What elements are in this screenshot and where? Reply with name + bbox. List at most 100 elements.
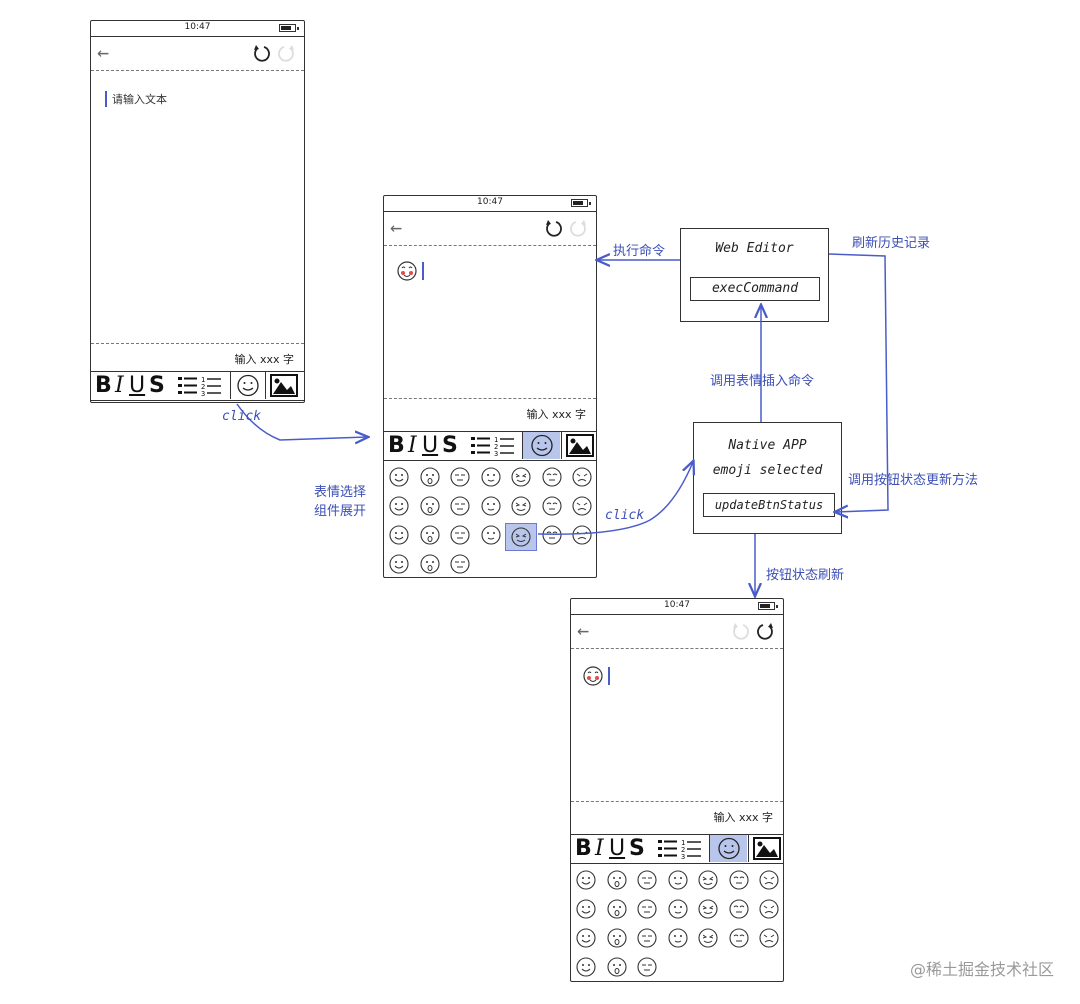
emoji-icon[interactable] — [606, 927, 628, 949]
emoji-icon[interactable] — [541, 466, 563, 488]
emoji-icon[interactable] — [758, 869, 780, 891]
strikethrough-button[interactable]: S — [629, 836, 645, 861]
bold-button[interactable]: B — [575, 836, 592, 861]
italic-button[interactable]: I — [115, 373, 124, 398]
emoji-icon[interactable] — [480, 466, 502, 488]
strikethrough-button[interactable]: S — [149, 373, 165, 398]
bold-button[interactable]: B — [388, 433, 405, 458]
click-label-1: click — [222, 409, 262, 424]
underline-button[interactable]: U — [422, 433, 439, 458]
redo-icon[interactable] — [568, 218, 588, 238]
bold-button[interactable]: B — [95, 373, 112, 398]
emoji-face-icon — [450, 467, 470, 487]
emoji-icon[interactable] — [667, 927, 689, 949]
emoji-icon[interactable] — [697, 927, 719, 949]
emoji-face-icon — [698, 928, 718, 948]
underline-button[interactable]: U — [129, 373, 146, 398]
native-app-subtitle: emoji selected — [712, 463, 823, 478]
emoji-face-icon — [541, 496, 562, 516]
emoji-icon[interactable] — [510, 466, 532, 488]
back-arrow-icon[interactable]: ← — [577, 618, 590, 642]
emoji-icon[interactable] — [697, 898, 719, 920]
emoji-icon[interactable] — [636, 869, 658, 891]
emoji-icon[interactable] — [388, 466, 410, 488]
undo-icon[interactable] — [544, 218, 564, 238]
emoji-toolbar-button[interactable] — [230, 372, 264, 399]
emoji-icon[interactable] — [575, 956, 597, 978]
emoji-icon[interactable] — [449, 495, 471, 517]
emoji-face-icon — [576, 870, 596, 890]
editor-area[interactable]: 请输入文本 — [91, 71, 304, 341]
emoji-icon[interactable] — [667, 898, 689, 920]
emoji-icon[interactable] — [697, 869, 719, 891]
emoji-toolbar-button[interactable] — [522, 432, 560, 459]
emoji-icon[interactable] — [571, 495, 593, 517]
emoji-icon[interactable] — [541, 495, 563, 517]
emoji-icon[interactable] — [728, 898, 750, 920]
image-toolbar-button[interactable] — [561, 432, 597, 459]
list-icon[interactable]: 123 — [657, 838, 703, 860]
list-icon[interactable]: 123 — [470, 435, 516, 457]
strikethrough-button[interactable]: S — [442, 433, 458, 458]
emoji-icon[interactable] — [636, 927, 658, 949]
italic-button[interactable]: I — [595, 836, 604, 861]
emoji-icon[interactable] — [575, 898, 597, 920]
editor-area[interactable] — [571, 649, 783, 799]
emoji-icon[interactable] — [636, 956, 658, 978]
emoji-icon[interactable] — [449, 524, 471, 546]
emoji-icon[interactable] — [728, 869, 750, 891]
selected-emoji-icon[interactable] — [505, 523, 537, 551]
emoji-face-icon — [389, 496, 409, 516]
undo-icon[interactable] — [252, 43, 272, 63]
undo-icon[interactable] — [731, 621, 751, 641]
emoji-icon[interactable] — [667, 869, 689, 891]
emoji-icon[interactable] — [758, 927, 780, 949]
list-icon[interactable]: 123 — [177, 375, 223, 397]
placeholder-text: 请输入文本 — [105, 91, 167, 107]
emoji-icon[interactable] — [388, 524, 410, 546]
emoji-icon[interactable] — [449, 466, 471, 488]
emoji-icon[interactable] — [728, 927, 750, 949]
redo-icon[interactable] — [276, 43, 296, 63]
emoji-icon[interactable] — [419, 553, 441, 575]
emoji-icon[interactable] — [606, 956, 628, 978]
emoji-icon[interactable] — [606, 869, 628, 891]
underline-button[interactable]: U — [609, 836, 626, 861]
emoji-icon[interactable] — [571, 466, 593, 488]
emoji-icon[interactable] — [480, 524, 502, 546]
emoji-icon[interactable] — [449, 553, 471, 575]
word-counter-row: 输入 xxx 字 — [384, 398, 596, 426]
emoji-icon[interactable] — [541, 524, 563, 546]
emoji-icon[interactable] — [388, 495, 410, 517]
emoji-face-icon — [606, 928, 627, 948]
redo-icon[interactable] — [755, 621, 775, 641]
emoji-toolbar-button[interactable] — [709, 835, 747, 862]
back-arrow-icon[interactable]: ← — [390, 215, 403, 239]
emoji-icon[interactable] — [480, 495, 502, 517]
status-bar: 10:47 — [571, 599, 783, 615]
back-arrow-icon[interactable]: ← — [97, 40, 110, 64]
emoji-icon[interactable] — [575, 869, 597, 891]
emoji-icon[interactable] — [419, 466, 441, 488]
emoji-icon[interactable] — [510, 495, 532, 517]
emoji-face-icon — [728, 899, 749, 919]
italic-button[interactable]: I — [408, 433, 417, 458]
emoji-face-icon — [511, 467, 531, 487]
editor-area[interactable] — [384, 246, 596, 396]
svg-text:3: 3 — [681, 853, 685, 860]
emoji-icon[interactable] — [636, 898, 658, 920]
image-toolbar-button[interactable] — [265, 372, 301, 399]
emoji-face-icon — [606, 957, 627, 977]
emoji-face-icon — [667, 899, 688, 919]
emoji-icon[interactable] — [758, 898, 780, 920]
text-caret — [608, 667, 610, 685]
emoji-icon[interactable] — [606, 898, 628, 920]
emoji-icon[interactable] — [575, 927, 597, 949]
image-toolbar-button[interactable] — [748, 835, 784, 862]
emoji-icon[interactable] — [388, 553, 410, 575]
emoji-icon[interactable] — [419, 495, 441, 517]
emoji-icon[interactable] — [419, 524, 441, 546]
emoji-face-icon — [637, 870, 657, 890]
